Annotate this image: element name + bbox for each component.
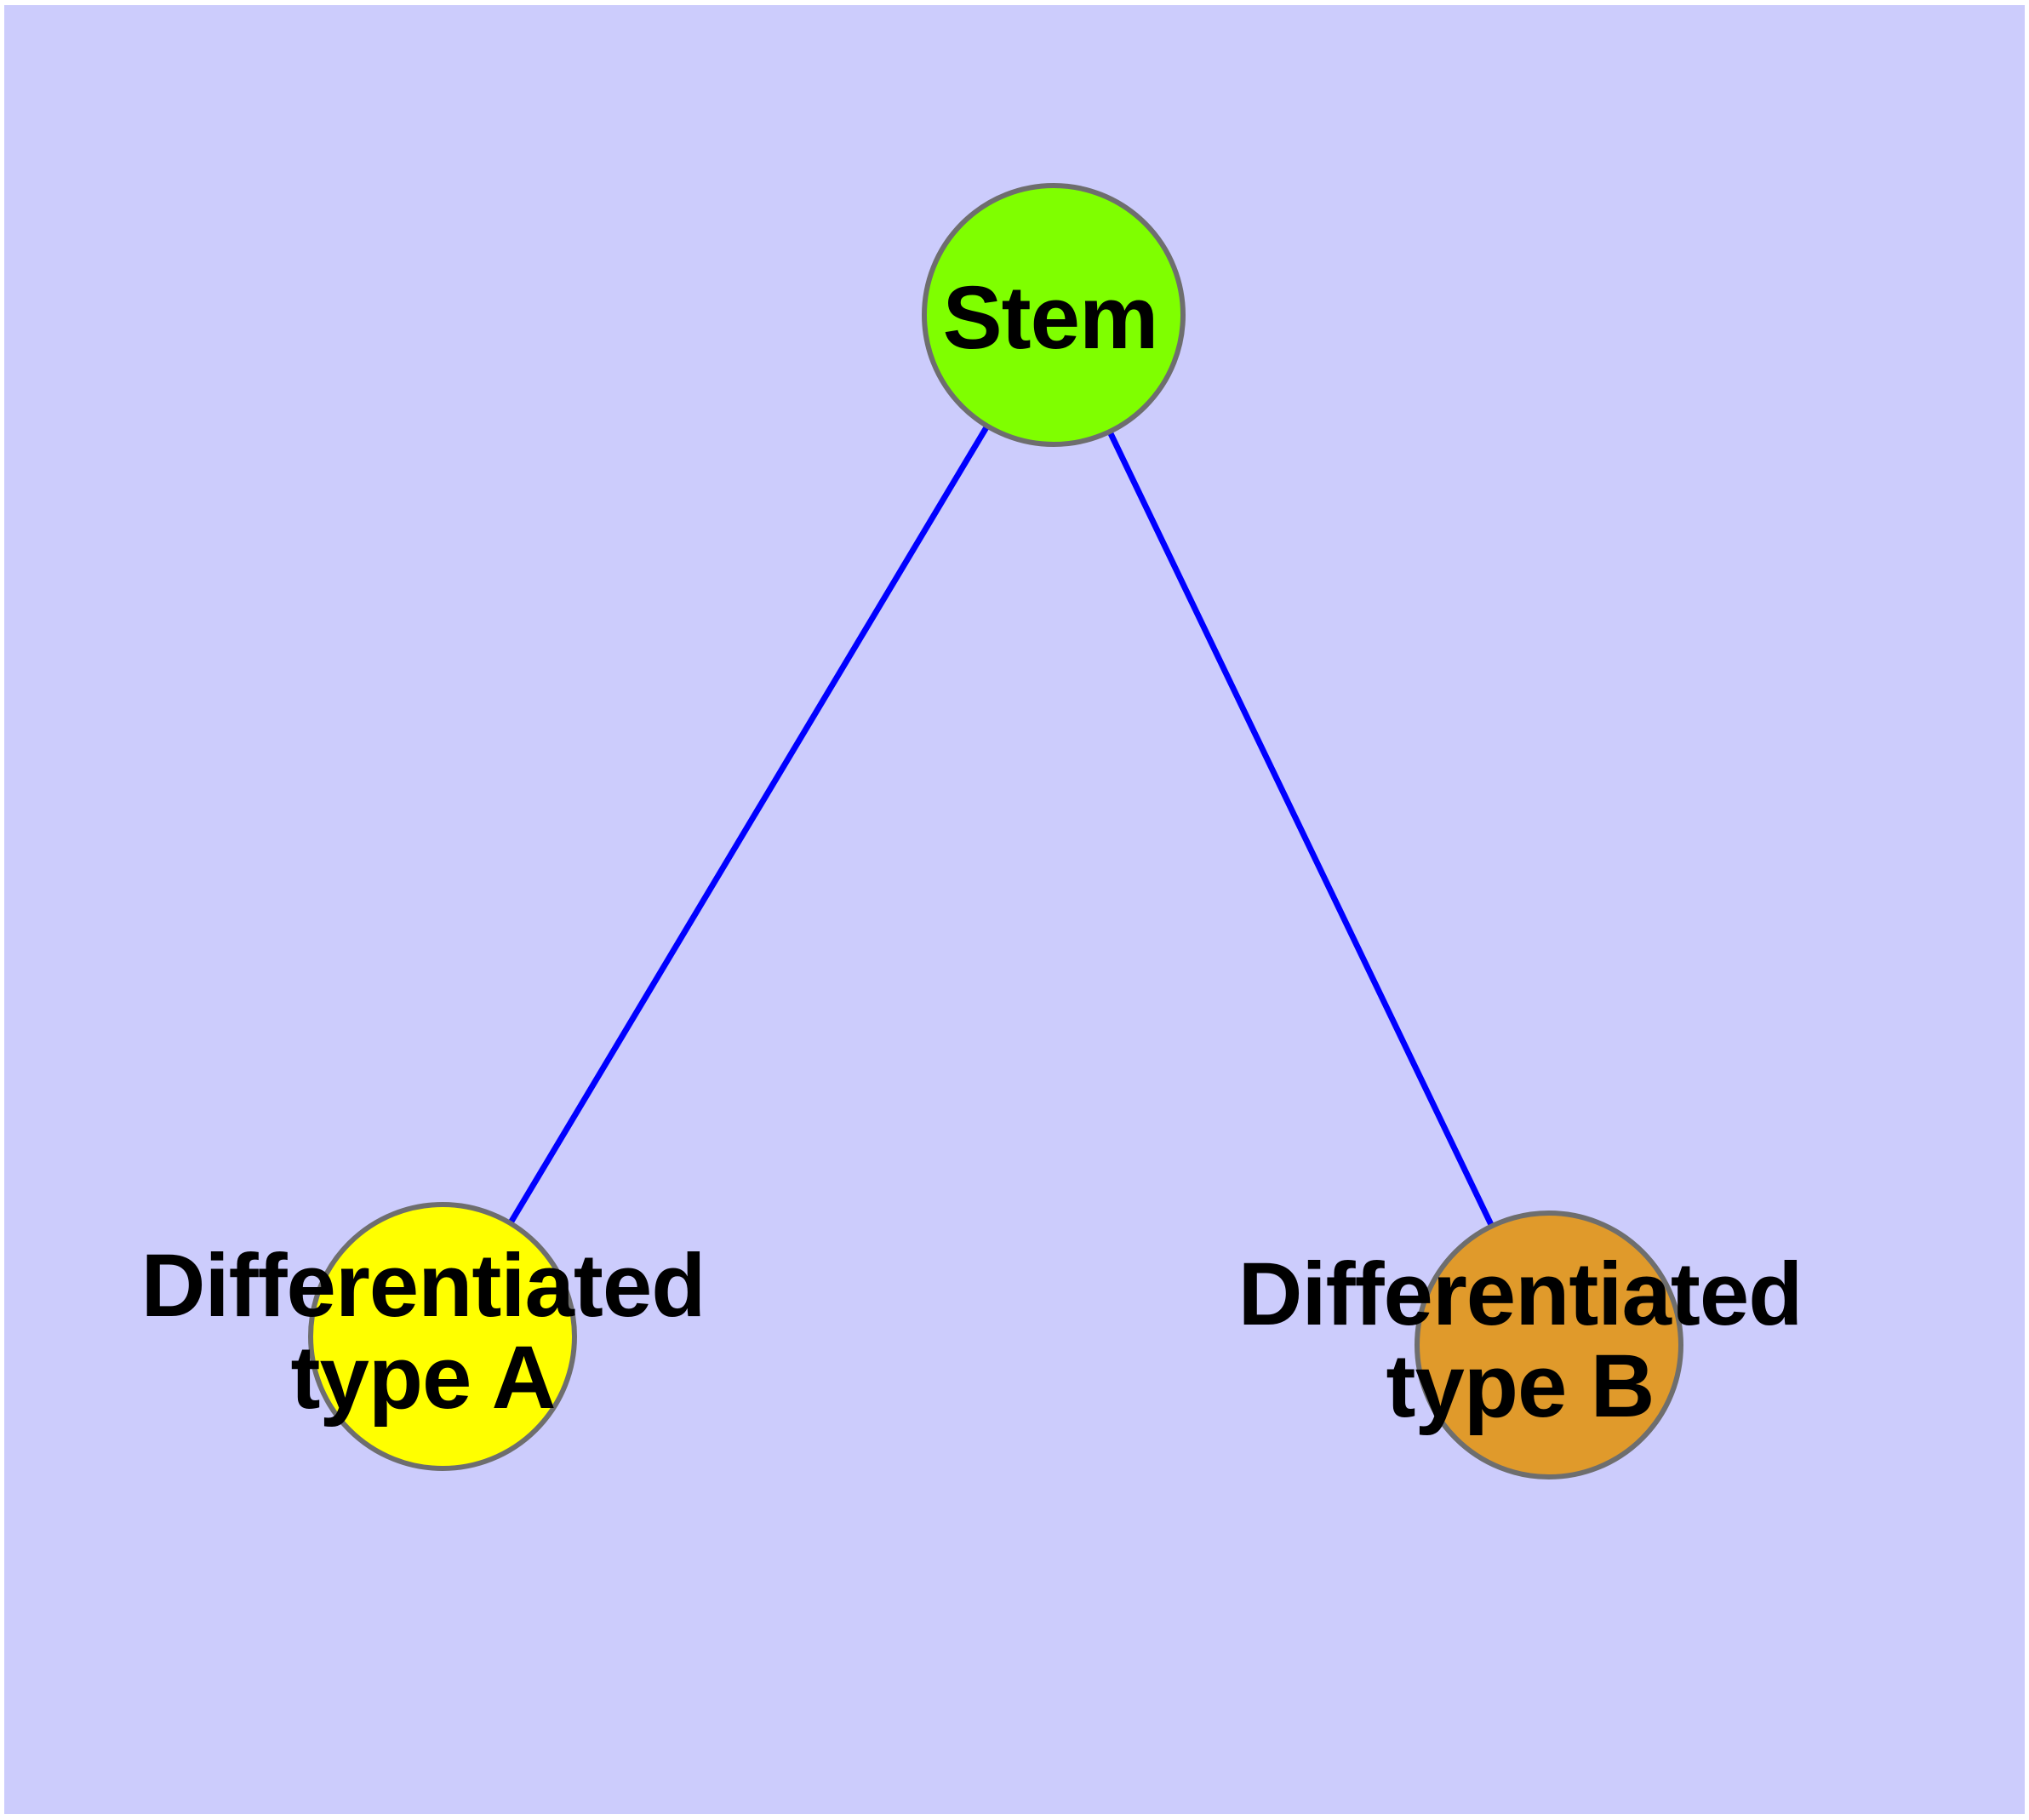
graph-edge-stem-to-diff-b[interactable] xyxy=(1050,313,1552,1347)
graph-node-stem[interactable] xyxy=(922,183,1186,447)
graph-edge-stem-to-diff-a[interactable] xyxy=(439,313,1057,1338)
graph-node-diff-b[interactable] xyxy=(1415,1210,1683,1479)
edges-layer xyxy=(439,313,1552,1347)
graph-node-diff-a[interactable] xyxy=(308,1202,577,1471)
nodes-layer xyxy=(308,183,1683,1479)
